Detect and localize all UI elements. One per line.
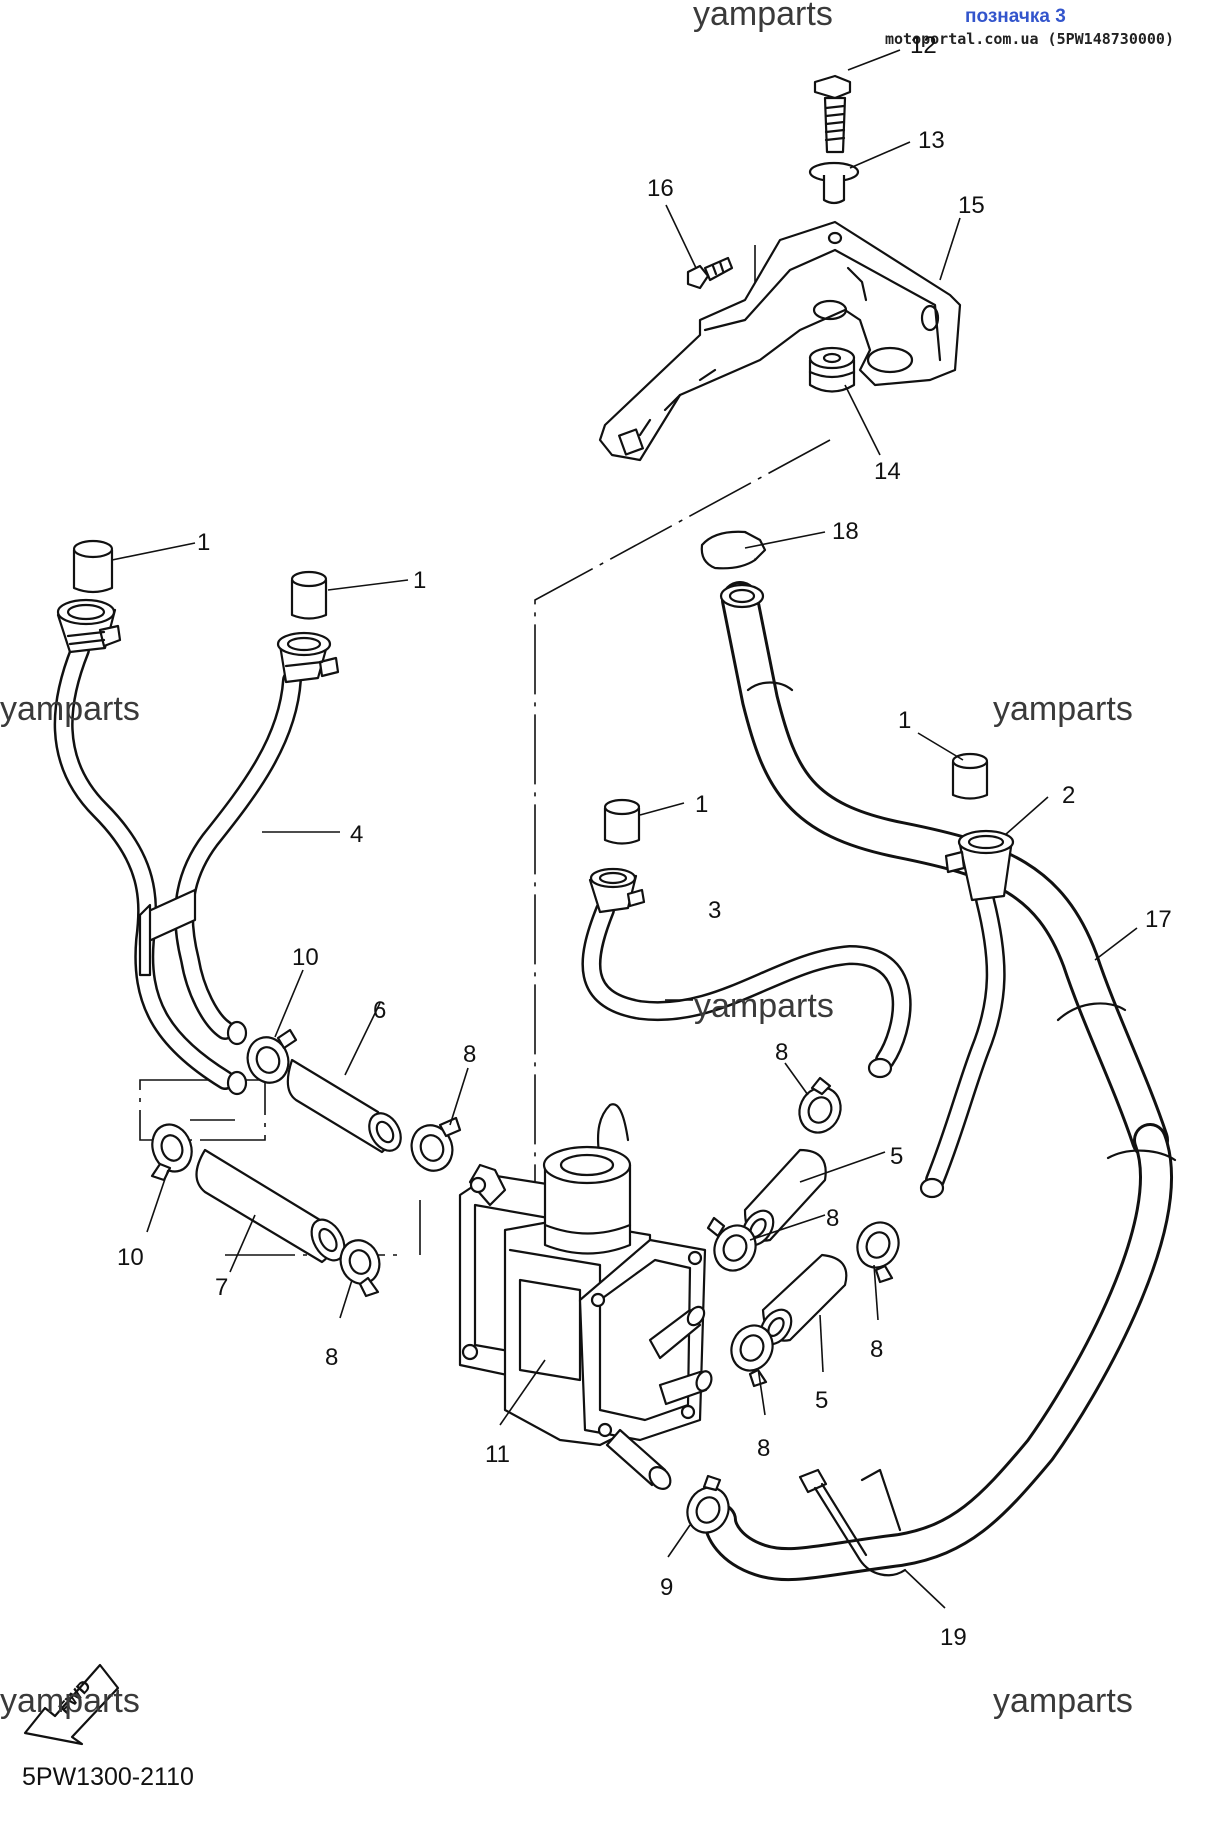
clamp-8f <box>730 1324 774 1388</box>
hose-5a <box>741 1148 827 1247</box>
collar-13 <box>808 161 860 205</box>
cap-1a <box>72 539 114 594</box>
sensor-19 <box>798 1468 907 1577</box>
hose-6 <box>286 1058 402 1154</box>
pump-unit-11 <box>458 1103 713 1490</box>
diagram-code: 5PW1300-2110 <box>22 1763 194 1791</box>
callout-8: 8 <box>826 1205 839 1232</box>
hose-18-17 <box>721 581 1169 1159</box>
callout-6: 6 <box>373 997 386 1024</box>
cap-1b <box>290 570 328 620</box>
callout-9: 9 <box>660 1574 673 1601</box>
callout-16: 16 <box>647 175 674 202</box>
callout-8: 8 <box>757 1435 770 1462</box>
clamp-10a <box>246 1028 298 1084</box>
cap-1c <box>603 798 641 845</box>
callout-11: 11 <box>485 1441 510 1468</box>
callout-4: 4 <box>350 821 363 848</box>
hose-7 <box>195 1148 346 1264</box>
callout-7: 7 <box>215 1274 228 1301</box>
clamp-10b <box>150 1123 193 1182</box>
hose-3 <box>581 900 912 1079</box>
callout-5: 5 <box>890 1143 903 1170</box>
hose-end-18 <box>719 583 765 609</box>
callout-1: 1 <box>898 707 911 734</box>
fitting-2 <box>944 829 1015 902</box>
watermark: yamparts <box>0 1682 140 1720</box>
callout-2: 2 <box>1062 782 1075 809</box>
callout-12: 12 <box>910 32 937 59</box>
cap-1d <box>951 752 989 800</box>
callout-10: 10 <box>292 944 319 971</box>
grommet-14 <box>808 346 856 393</box>
callout-13: 13 <box>918 127 945 154</box>
clamp-9 <box>686 1474 730 1534</box>
clamp-8c <box>798 1076 842 1134</box>
source-label: motoportal.com.ua (5PW148730000) <box>885 30 1174 48</box>
screw-16 <box>686 256 734 290</box>
callout-8: 8 <box>870 1336 883 1363</box>
bracket-15 <box>598 220 962 462</box>
clamp-8d <box>706 1216 757 1272</box>
hose-2 <box>919 890 1006 1199</box>
fwd-arrow-icon: FWD <box>23 1663 120 1746</box>
callout-18: 18 <box>832 518 859 545</box>
watermark-top: yamparts <box>693 0 833 33</box>
leader-lines <box>111 49 1138 1609</box>
hose-4-left <box>53 640 302 1096</box>
bolt-12 <box>813 74 852 154</box>
clip-18 <box>700 530 767 570</box>
callout-3: 3 <box>708 897 721 924</box>
watermark: yamparts <box>993 1682 1133 1720</box>
watermark: yamparts <box>0 690 140 728</box>
callout-14: 14 <box>874 458 901 485</box>
watermark: yamparts <box>694 987 834 1025</box>
fitting-4b <box>276 631 340 684</box>
callout-5: 5 <box>815 1387 828 1414</box>
callout-1: 1 <box>197 529 210 556</box>
fitting-4a <box>56 598 122 654</box>
fitting-3 <box>588 867 646 914</box>
watermark: yamparts <box>993 690 1133 728</box>
callout-8: 8 <box>463 1041 476 1068</box>
reference-lines <box>139 245 831 1256</box>
callout-8: 8 <box>775 1039 788 1066</box>
callout-15: 15 <box>958 192 985 219</box>
callout-1: 1 <box>413 567 426 594</box>
badge-label: позначка 3 <box>965 6 1066 27</box>
callout-19: 19 <box>940 1624 967 1651</box>
clamp-8a <box>410 1116 462 1172</box>
hose-17-lower <box>703 1123 1177 1582</box>
callout-10: 10 <box>117 1244 144 1271</box>
clamp-8b <box>339 1239 381 1298</box>
callout-8: 8 <box>325 1344 338 1371</box>
clamp-8e <box>856 1221 900 1284</box>
callout-1: 1 <box>695 791 708 818</box>
callout-17: 17 <box>1145 906 1172 933</box>
